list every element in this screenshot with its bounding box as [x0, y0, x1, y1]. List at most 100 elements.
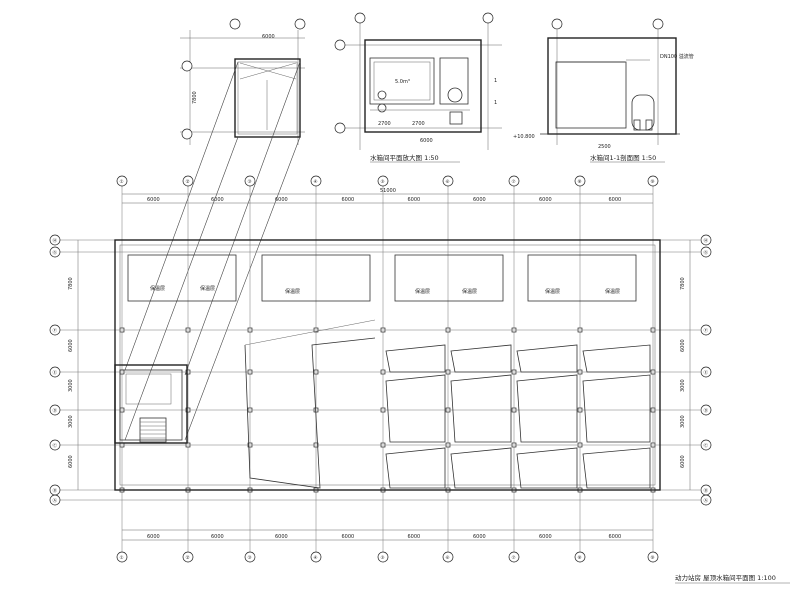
grid-bubble-right	[700, 324, 712, 336]
svg-text:2700: 2700	[412, 121, 425, 127]
grid-bubble-bottom	[182, 551, 194, 563]
grid-label-bottom: ③	[248, 555, 252, 561]
detail-leaders	[124, 61, 301, 441]
bay-dimension: 6000	[539, 197, 552, 203]
bay-dimension: 6000	[147, 197, 160, 203]
svg-text:2700: 2700	[378, 121, 391, 127]
grid-label-top: ⑧	[578, 179, 582, 185]
svg-text:7800: 7800	[192, 91, 198, 104]
grid-bubble-top	[377, 175, 389, 187]
side-dimension: 7800	[68, 277, 74, 290]
bay-dimension: 6000	[275, 197, 288, 203]
bay-dimension: 6000	[609, 197, 622, 203]
grid-label-left: Ⓕ	[53, 327, 58, 334]
side-dimension: 3000	[68, 379, 74, 392]
grid-bubble-bottom	[574, 551, 586, 563]
grid-label-right: Ⓔ	[704, 369, 709, 376]
elevation-label: +10.800	[513, 134, 535, 140]
grid-bubble-left	[49, 324, 61, 336]
grid-bubble-top	[310, 175, 322, 187]
bay-dimension: 6000	[342, 197, 355, 203]
grid-label-bottom: ⑧	[578, 555, 582, 561]
bay-dimension: 6000	[539, 534, 552, 540]
side-dimension: 6000	[68, 339, 74, 352]
bay-dimension: 6000	[473, 197, 486, 203]
side-dimension: 6000	[680, 339, 686, 352]
grid-bubble-left	[49, 404, 61, 416]
grid-bubble-bottom	[508, 551, 520, 563]
grid-bubble-right	[700, 494, 712, 506]
bay-dimension: 6000	[408, 534, 421, 540]
grid-label-top: ⑤	[381, 179, 385, 185]
grid-label-top: ⑨	[651, 179, 655, 185]
grid-label-right: Ⓐ	[704, 497, 709, 504]
grid-label-right: Ⓕ	[704, 327, 709, 334]
svg-text:6000: 6000	[420, 138, 433, 144]
side-dimension: 3000	[680, 379, 686, 392]
svg-text:保温层: 保温层	[415, 288, 430, 295]
tank-room-section: +10.800 DN100 溢流管 2500 水箱间1-1剖面图 1:50	[513, 18, 694, 163]
side-dimension: 7800	[680, 277, 686, 290]
grid-label-bottom: ④	[314, 555, 318, 561]
grid-bubble-top	[182, 175, 194, 187]
grid-label-bottom: ⑥	[446, 555, 450, 561]
grid-label-left: Ⓓ	[53, 407, 58, 414]
grid-label-top: ②	[186, 179, 190, 185]
grid-label-top: ④	[314, 179, 318, 185]
svg-text:保温层: 保温层	[200, 285, 215, 292]
grid-label-bottom: ⑤	[381, 555, 385, 561]
grid-bubble-right	[700, 366, 712, 378]
tank-room-mini-plan: 6000 7800	[180, 18, 306, 145]
tank-room-enlarged-plan: 5.0m³ 2700 2700 6000 水箱间平面放大图 1:50 1 1	[334, 12, 502, 163]
grid-label-right: Ⓓ	[704, 407, 709, 414]
grid-label-left: Ⓗ	[53, 237, 58, 244]
svg-text:6000: 6000	[262, 34, 275, 40]
grid-label-left: Ⓒ	[53, 442, 58, 449]
grid-label-left: Ⓔ	[53, 369, 58, 376]
bay-dimension: 6000	[609, 534, 622, 540]
grid-label-bottom: ②	[186, 555, 190, 561]
grid-bubble-top	[116, 175, 128, 187]
grid-label-bottom: ⑨	[651, 555, 655, 561]
view2-title: 水箱间1-1剖面图 1:50	[590, 153, 656, 162]
side-dimension: 6000	[68, 455, 74, 468]
grid-bubble-bottom	[377, 551, 389, 563]
grid-label-bottom: ⑦	[512, 555, 516, 561]
bay-dimension: 6000	[211, 534, 224, 540]
note-label: DN100 溢流管	[660, 53, 694, 60]
view1-title: 水箱间平面放大图 1:50	[370, 153, 439, 162]
grid-bubble-right	[700, 439, 712, 451]
grid-bubble-top	[647, 175, 659, 187]
grid-label-right: Ⓑ	[704, 487, 709, 494]
grid-bubble-left	[49, 246, 61, 258]
main-title: 动力站房 屋顶水箱间平面图 1:100	[675, 573, 776, 582]
grid-bubble-left	[49, 439, 61, 451]
grid-label-top: ①	[120, 179, 124, 185]
grid-label-right: Ⓗ	[704, 237, 709, 244]
grid-bubble-left	[49, 366, 61, 378]
grid-label-top: ⑥	[446, 179, 450, 185]
grid-bubble-top	[508, 175, 520, 187]
grid-label-right: Ⓖ	[704, 249, 709, 256]
grid-bubble-bottom	[310, 551, 322, 563]
bay-dimension: 6000	[342, 534, 355, 540]
grid-label-top: ③	[248, 179, 252, 185]
side-dimension: 3000	[68, 415, 74, 428]
grid-bubble-top	[442, 175, 454, 187]
grid-label-bottom: ①	[120, 555, 124, 561]
svg-text:1: 1	[494, 100, 497, 106]
svg-text:保温层: 保温层	[605, 288, 620, 295]
grid-label-left: Ⓐ	[53, 497, 58, 504]
grid-label-left: Ⓖ	[53, 249, 58, 256]
bay-dimension: 6000	[408, 197, 421, 203]
grid-bubble-bottom	[116, 551, 128, 563]
svg-text:2500: 2500	[598, 144, 611, 150]
svg-text:保温层: 保温层	[545, 288, 560, 295]
grid-bubble-bottom	[647, 551, 659, 563]
bay-dimension: 6000	[275, 534, 288, 540]
grid-bubble-left	[49, 494, 61, 506]
tank-label: 5.0m³	[395, 79, 410, 85]
bay-dimension: 6000	[211, 197, 224, 203]
main-roof-plan: ① ① 6000 6000 ② ② 6000 6000 ③ ③ 6000 6000 ④ ④ 6000 6000…	[49, 175, 712, 563]
